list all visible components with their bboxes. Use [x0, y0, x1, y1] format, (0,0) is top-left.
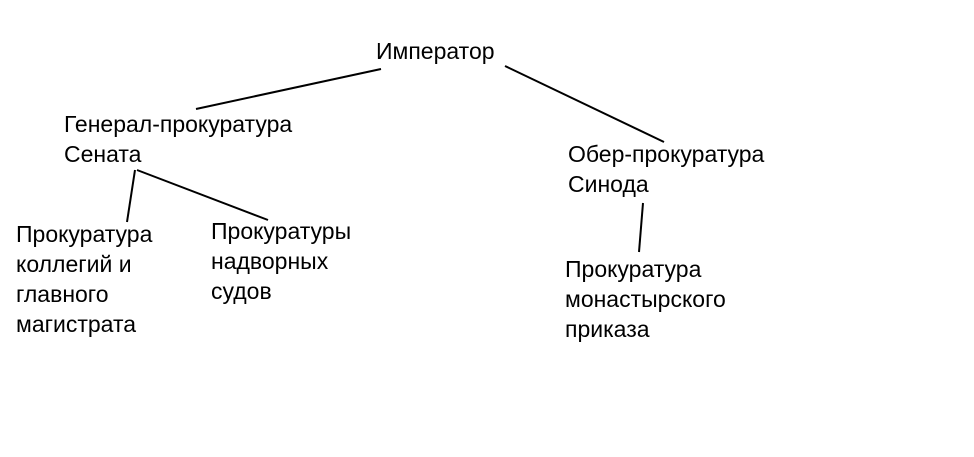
node-colleges-line-1: Прокуратура: [16, 221, 153, 247]
node-colleges-line-4: магистрата: [16, 311, 137, 337]
node-monastery-line-1: Прокуратура: [565, 256, 702, 282]
edge-emperor-general: [195, 68, 382, 110]
node-courts-line-1: Прокуратуры: [211, 218, 352, 244]
node-emperor: Император: [376, 36, 495, 66]
node-general-prosecutor-line-1: Генерал-прокуратура: [64, 111, 293, 137]
edge-emperor-ober: [504, 65, 665, 143]
node-monastery: Прокуратура монастырского приказа: [565, 254, 726, 344]
node-colleges-line-3: главного: [16, 281, 109, 307]
node-general-prosecutor: Генерал-прокуратура Сената: [64, 109, 292, 169]
node-monastery-line-2: монастырского: [565, 286, 726, 312]
edge-ober-monastery: [638, 202, 644, 253]
node-ober-prosecutor-line-2: Синода: [568, 171, 649, 197]
node-colleges: Прокуратура коллегий и главного магистра…: [16, 219, 152, 339]
node-courts: Прокуратуры надворных судов: [211, 216, 351, 306]
node-courts-line-3: судов: [211, 278, 272, 304]
node-monastery-line-3: приказа: [565, 316, 650, 342]
node-general-prosecutor-line-2: Сената: [64, 141, 142, 167]
node-ober-prosecutor-line-1: Обер-прокуратура: [568, 141, 765, 167]
node-colleges-line-2: коллегий и: [16, 251, 132, 277]
node-courts-line-2: надворных: [211, 248, 329, 274]
edge-general-colleges: [126, 169, 136, 223]
node-emperor-line-1: Император: [376, 38, 495, 64]
node-ober-prosecutor: Обер-прокуратура Синода: [568, 139, 764, 199]
edge-general-courts: [136, 169, 269, 221]
